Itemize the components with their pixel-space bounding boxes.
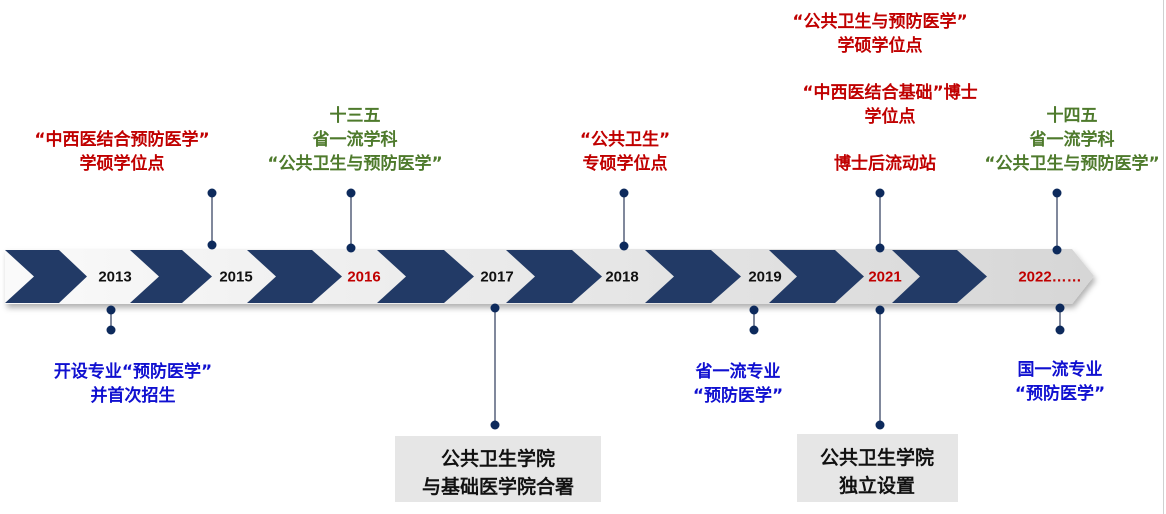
year-label: 2015 xyxy=(219,268,253,286)
event-2017-school-label: 公共卫生学院与基础医学院合署 xyxy=(422,445,574,501)
chevron-shape xyxy=(247,250,342,303)
chevron-shape xyxy=(645,250,741,303)
label-line: 学硕学位点 xyxy=(79,154,165,174)
connector-dot xyxy=(490,420,500,430)
label-line: “公共卫生与预防医学” xyxy=(267,154,443,174)
event-2021-doctoral-label: “中西医结合基础”博士学位点 xyxy=(802,81,977,129)
label-line: “公共卫生” xyxy=(579,130,671,150)
label-line: 学硕学位点 xyxy=(837,36,923,56)
label-line: 省一流专业 xyxy=(695,362,781,382)
event-2013-major-label: 开设专业“预防医学” 并首次招生 xyxy=(54,360,212,408)
event-2019-major-label: 省一流专业 “预防医学” xyxy=(693,360,783,408)
connector-dot xyxy=(875,243,885,253)
label-line: 公共卫生学院 xyxy=(819,447,935,469)
event-2017-box xyxy=(395,436,601,502)
connector-dot xyxy=(1052,245,1062,255)
event-2022-major-label: 国一流专业 “预防医学” xyxy=(1015,358,1105,406)
label-line: 国一流专业 xyxy=(1017,360,1103,380)
connector-dot xyxy=(207,240,217,250)
label-line: 与基础医学院合署 xyxy=(421,476,575,498)
label-line: 省一流学科 xyxy=(1029,130,1115,150)
connector-dot xyxy=(875,420,885,430)
label-line: “预防医学” xyxy=(1014,384,1106,404)
connector-group xyxy=(106,188,1065,430)
connector-dot xyxy=(749,305,759,315)
chevron-group xyxy=(5,250,987,303)
event-2021-box xyxy=(797,434,958,502)
connector-dot xyxy=(619,188,629,198)
connector-dot xyxy=(346,243,356,253)
chevron-shape xyxy=(5,250,87,303)
label-line: “预防医学” xyxy=(692,386,784,406)
connector-dot xyxy=(106,325,116,335)
label-line: 并首次招生 xyxy=(90,386,176,406)
year-label: 2018 xyxy=(605,268,639,286)
label-line: 省一流学科 xyxy=(312,130,398,150)
year-label: 2016 xyxy=(347,268,381,286)
event-2016-discipline-label: 十三五省一流学科 “公共卫生与预防医学” xyxy=(267,104,442,176)
connector-dot xyxy=(1055,325,1065,335)
connector-dot xyxy=(346,188,356,198)
label-line: “公共卫生与预防医学” xyxy=(792,12,968,32)
connector-dot xyxy=(619,241,629,251)
chevron-shape xyxy=(506,250,602,303)
chevron-shape xyxy=(130,250,212,303)
label-line: 博士后流动站 xyxy=(834,154,936,174)
year-label: 2013 xyxy=(98,268,132,286)
label-line: 十四五 xyxy=(1046,106,1098,126)
label-line: 开设专业“预防医学” xyxy=(53,362,213,382)
label-line: “中西医结合预防医学” xyxy=(34,130,210,150)
connector-dot xyxy=(875,188,885,198)
chevron-shape xyxy=(377,250,474,303)
event-2013-degree-label: “中西医结合预防医学” 学硕学位点 xyxy=(34,128,209,176)
event-2021-postdoc-label: 博士后流动站 xyxy=(834,152,936,176)
event-2021-master-label: “公共卫生与预防医学” 学硕学位点 xyxy=(792,10,967,58)
connector-dot xyxy=(1055,303,1065,313)
connector-dot xyxy=(749,325,759,335)
chevron-shape xyxy=(892,250,987,303)
event-2021-school-label: 公共卫生学院独立设置 xyxy=(820,444,934,500)
label-line: 专硕学位点 xyxy=(582,154,668,174)
connector-dot xyxy=(875,305,885,315)
connector-dot xyxy=(490,303,500,313)
event-2018-degree-label: “公共卫生” 专硕学位点 xyxy=(580,128,670,176)
label-line: “中西医结合基础”博士 xyxy=(802,83,978,103)
label-line: 十三五 xyxy=(329,106,381,126)
chevron-shape xyxy=(769,250,864,303)
connector-dot xyxy=(106,305,116,315)
year-label: 2021 xyxy=(868,268,902,286)
year-label: 2022…… xyxy=(1018,268,1082,286)
label-line: 学位点 xyxy=(864,107,916,127)
connector-dot xyxy=(207,188,217,198)
event-2022-discipline-label: 十四五省一流学科 “公共卫生与预防医学” xyxy=(984,104,1159,176)
right-edge-divider xyxy=(1163,0,1164,514)
label-line: 独立设置 xyxy=(838,475,916,497)
label-line: 公共卫生学院 xyxy=(440,448,556,470)
year-label: 2019 xyxy=(748,268,782,286)
connector-dot xyxy=(1052,188,1062,198)
year-label: 2017 xyxy=(480,268,514,286)
label-line: “公共卫生与预防医学” xyxy=(984,154,1160,174)
